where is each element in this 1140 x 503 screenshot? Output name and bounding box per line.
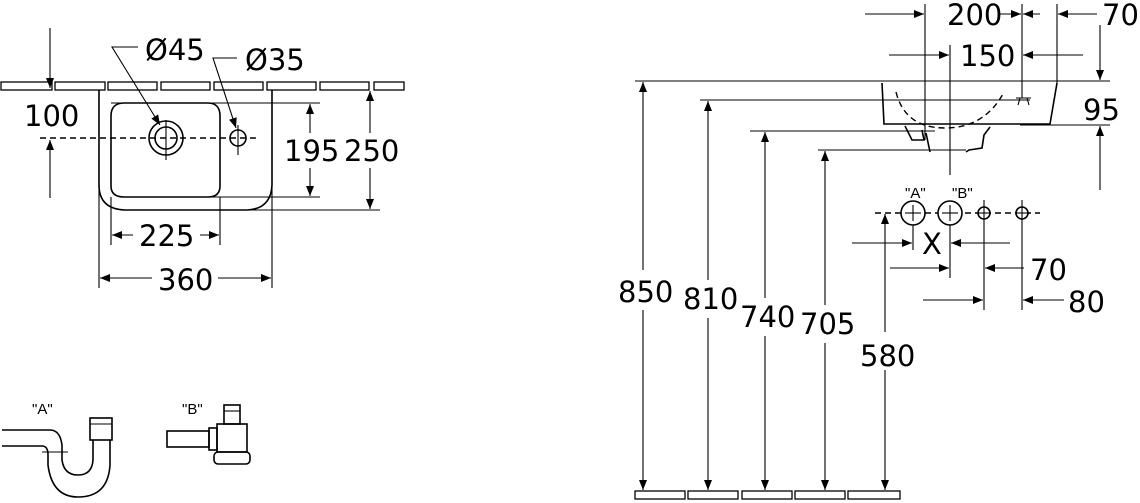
tap-hole-diameter-label: Ø35 — [245, 43, 305, 77]
trap-a-label: "A" — [32, 401, 53, 418]
height-705: 705 — [800, 307, 855, 341]
outlet-a — [900, 200, 926, 226]
wall-bracket — [904, 125, 925, 141]
trap-a: "A" — [2, 401, 113, 498]
dim-95: 95 — [1083, 93, 1120, 127]
drain-hole — [148, 120, 184, 160]
outlet-b-label: "B" — [952, 185, 973, 202]
dim-70-outlet: 70 — [1030, 253, 1067, 287]
drain-diameter-label: Ø45 — [145, 33, 205, 67]
pedestal-outline — [925, 126, 991, 153]
basin-outline — [98, 90, 273, 211]
height-850: 850 — [618, 275, 673, 309]
trap-b: "B" — [166, 401, 251, 465]
bowl-width-dim: 225 — [139, 219, 194, 253]
total-depth-dim: 250 — [344, 134, 399, 168]
bowl-depth-dim: 195 — [284, 134, 339, 168]
basin-side-outline — [881, 82, 1058, 125]
floor-tiles — [634, 490, 901, 500]
plan-view: Ø45 Ø35 100 195 250 225 360 — [0, 28, 405, 297]
dim-150: 150 — [960, 39, 1015, 73]
wall-to-centerline-dim: 100 — [24, 99, 79, 133]
total-width-dim: 360 — [158, 263, 213, 297]
side-view: 200 70 150 95 850 810 740 705 580 — [618, 0, 1139, 500]
height-810: 810 — [683, 282, 738, 316]
outlet-a-label: "A" — [905, 185, 926, 202]
dim-70-top: 70 — [1102, 0, 1139, 32]
outlet-b — [937, 200, 963, 226]
height-740: 740 — [740, 300, 795, 334]
height-580: 580 — [860, 339, 915, 373]
trap-b-label: "B" — [182, 401, 203, 418]
dim-80: 80 — [1068, 285, 1105, 319]
tap-hole — [229, 125, 247, 155]
dim-x: X — [922, 227, 942, 261]
wall-tiles — [0, 81, 405, 91]
dim-200: 200 — [947, 0, 1002, 32]
